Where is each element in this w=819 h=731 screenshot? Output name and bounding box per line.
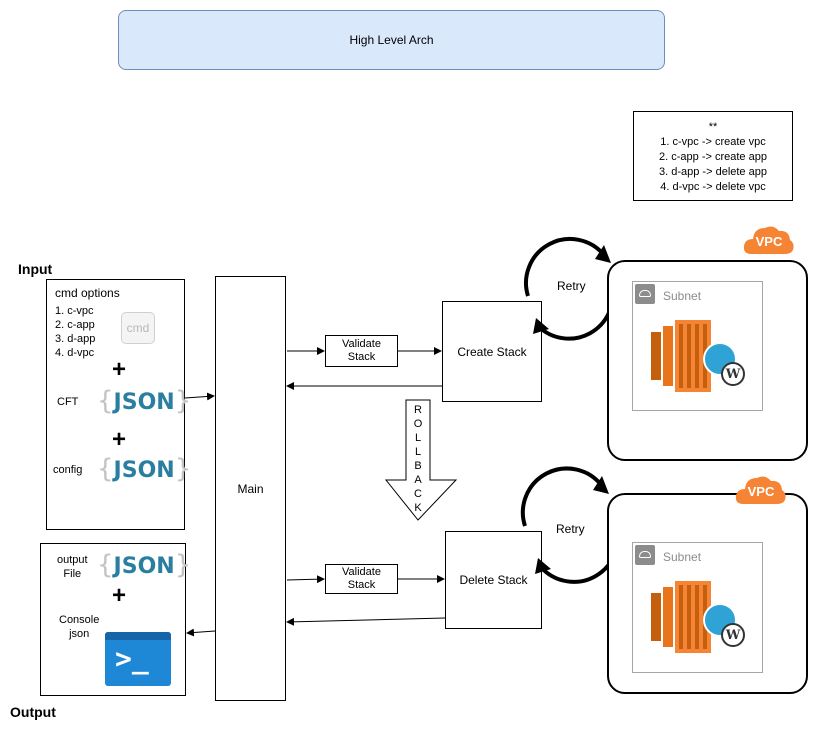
main-label: Main bbox=[237, 481, 264, 496]
diagram-title: High Level Arch bbox=[118, 10, 665, 70]
rollback-letter: L bbox=[414, 432, 422, 444]
legend-line: 3. d-app -> delete app bbox=[659, 166, 767, 178]
rollback-letter: K bbox=[414, 502, 422, 514]
input-label: Input bbox=[18, 261, 53, 277]
wordpress-icon: W bbox=[721, 623, 745, 647]
plus-icon: + bbox=[111, 426, 126, 453]
main-box: Main bbox=[215, 276, 286, 701]
delete-stack-label: Delete Stack bbox=[459, 573, 528, 587]
console-label-line: json bbox=[69, 628, 90, 640]
json-icon-text: JSON bbox=[113, 554, 175, 579]
cmd-option: 3. d-app bbox=[55, 333, 96, 345]
validate-label: Validate bbox=[342, 566, 381, 578]
cmd-icon: cmd bbox=[121, 312, 155, 344]
rollback-letter: A bbox=[414, 474, 422, 486]
plus-icon: + bbox=[111, 356, 126, 383]
validate-label: Validate bbox=[342, 338, 381, 350]
validate-stack-create: Validate Stack bbox=[325, 335, 398, 367]
vpc-label: VPC bbox=[747, 484, 775, 499]
diagram-title-text: High Level Arch bbox=[349, 33, 434, 47]
console-label: Console json bbox=[59, 613, 99, 641]
rollback-letter: R bbox=[414, 404, 422, 416]
json-icon-text: JSON bbox=[113, 390, 175, 415]
validate-label: Stack bbox=[347, 579, 376, 591]
arrow-main-to-output bbox=[186, 628, 216, 637]
output-file-label-line: File bbox=[63, 568, 82, 580]
validate-label: Stack bbox=[347, 351, 376, 363]
cmd-option: 4. d-vpc bbox=[55, 347, 95, 359]
output-label: Output bbox=[10, 704, 56, 720]
retry-label-delete: Retry bbox=[556, 522, 585, 536]
cmd-option: 1. c-vpc bbox=[55, 305, 94, 317]
config-label: config bbox=[53, 464, 83, 476]
console-terminal-icon: >_ bbox=[105, 632, 171, 686]
legend-heading: ** bbox=[708, 121, 718, 133]
rollback-letter: B bbox=[414, 460, 422, 472]
subnet-cloud-icon bbox=[635, 545, 655, 565]
output-file-label: output File bbox=[57, 553, 88, 581]
rollback-arrow bbox=[384, 399, 458, 521]
subnet-box-bottom: Subnet W bbox=[632, 542, 763, 673]
validate-stack-delete: Validate Stack bbox=[325, 564, 398, 594]
create-stack-box: Create Stack bbox=[442, 301, 542, 402]
output-box: output File {JSON} + Console json >_ bbox=[40, 543, 191, 696]
plus-icon: + bbox=[111, 582, 126, 609]
legend-line: 4. d-vpc -> delete vpc bbox=[660, 181, 766, 193]
retry-label-create: Retry bbox=[557, 279, 586, 293]
create-stack-label: Create Stack bbox=[457, 344, 527, 359]
rollback-letter: C bbox=[414, 488, 422, 500]
input-box: cmd options 1. c-vpc 2. c-app 3. d-app 4… bbox=[46, 279, 191, 530]
legend-box: ** 1. c-vpc -> create vpc 2. c-app -> cr… bbox=[633, 111, 793, 201]
subnet-label: Subnet bbox=[663, 550, 702, 564]
legend-line: 1. c-vpc -> create vpc bbox=[660, 136, 766, 148]
console-label-line: Console bbox=[59, 614, 100, 626]
subnet-box-top: Subnet W bbox=[632, 281, 763, 411]
subnet-label: Subnet bbox=[663, 289, 702, 303]
cmd-option: 2. c-app bbox=[55, 319, 95, 331]
arrow-main-to-validate-delete bbox=[286, 575, 325, 584]
json-icon-text: JSON bbox=[113, 458, 175, 483]
rollback-letter: L bbox=[414, 446, 422, 458]
terminal-prompt-icon: >_ bbox=[115, 642, 149, 675]
arrow-input-to-main bbox=[184, 392, 215, 401]
cft-label: CFT bbox=[57, 396, 79, 408]
rollback-letter: O bbox=[413, 418, 423, 430]
json-icon: {JSON} bbox=[97, 550, 192, 580]
cmd-icon-text: cmd bbox=[126, 321, 150, 335]
arrow-delete-to-main bbox=[286, 617, 446, 626]
legend-line: 2. c-app -> create app bbox=[659, 151, 767, 163]
vpc-label: VPC bbox=[755, 234, 783, 249]
output-file-label-line: output bbox=[57, 554, 88, 566]
vpc-cloud-icon: VPC bbox=[735, 472, 787, 506]
rollback-label: R O L L B A C K bbox=[412, 403, 424, 515]
cmd-options-label: cmd options bbox=[55, 286, 120, 300]
subnet-cloud-icon bbox=[635, 284, 655, 304]
vpc-cloud-icon: VPC bbox=[743, 222, 795, 256]
json-icon: {JSON} bbox=[97, 454, 192, 484]
json-icon: {JSON} bbox=[97, 386, 192, 416]
delete-stack-box: Delete Stack bbox=[445, 531, 542, 629]
wordpress-icon: W bbox=[721, 362, 745, 386]
